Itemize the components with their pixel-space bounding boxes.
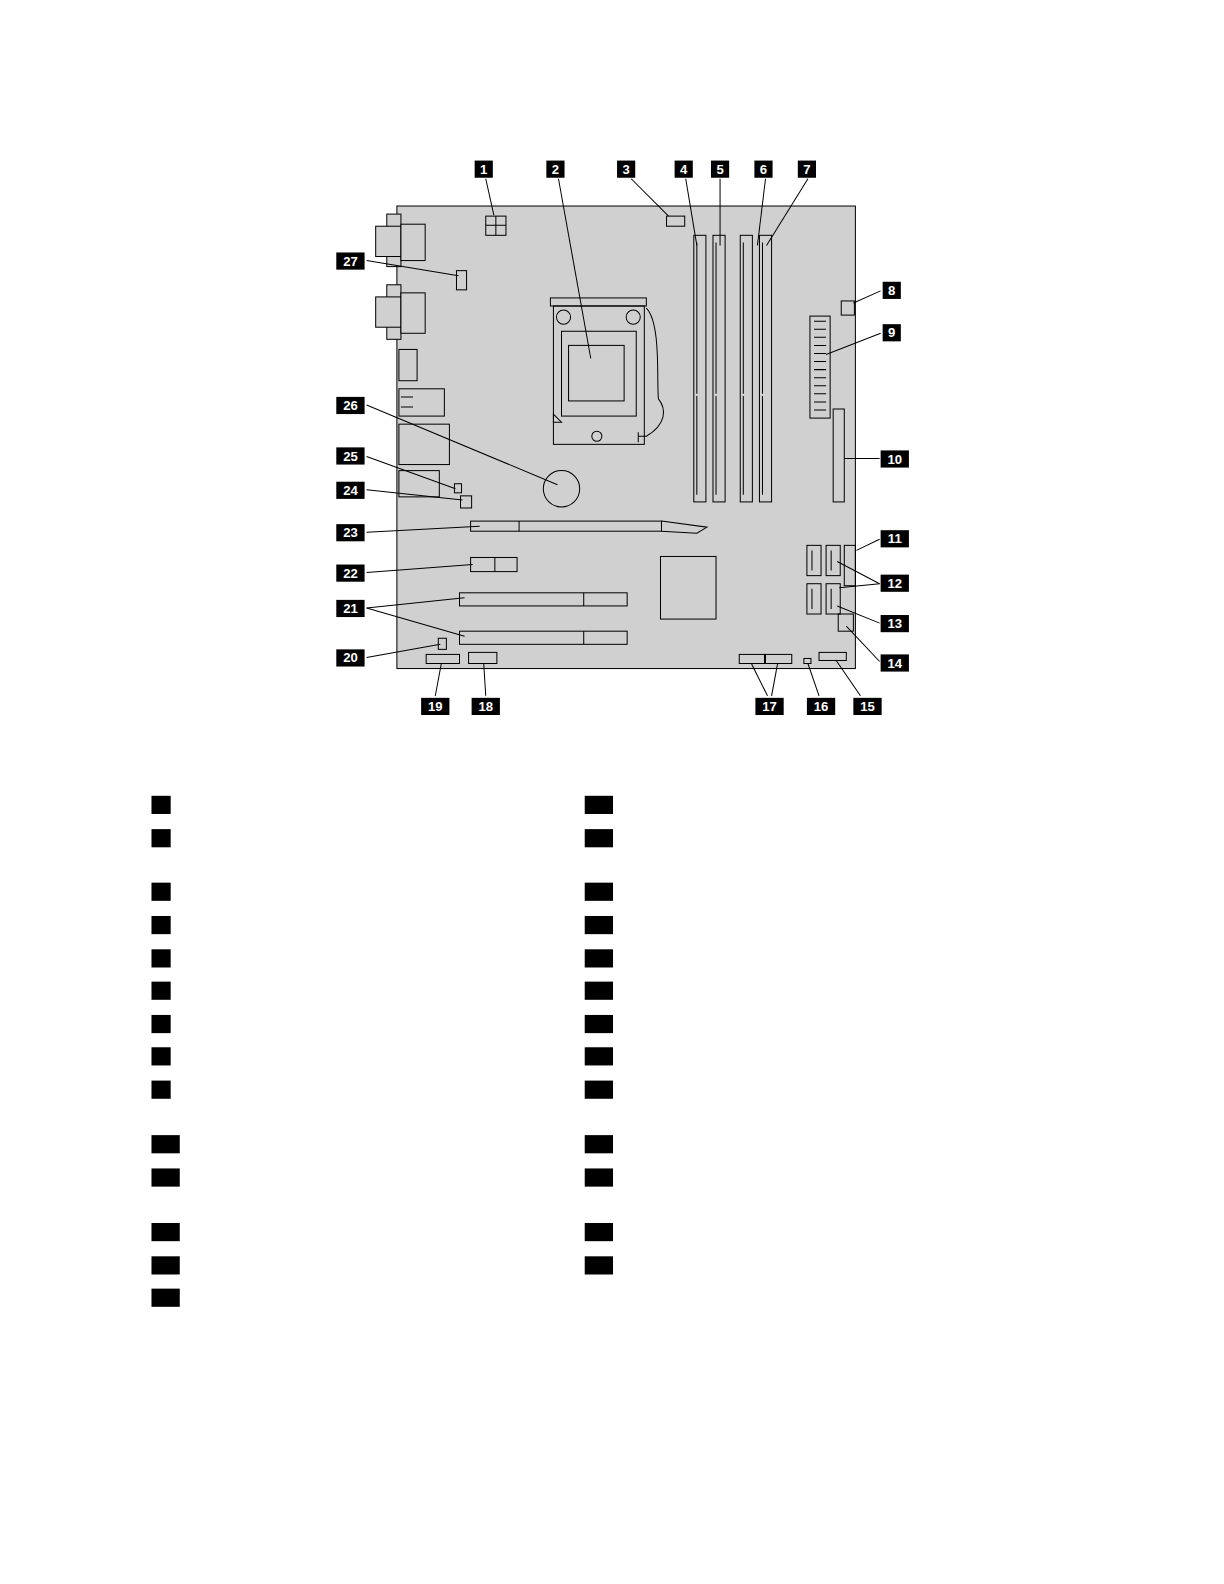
callout-number: 27 xyxy=(336,252,364,269)
callout-number: 20 xyxy=(336,649,364,666)
header xyxy=(426,216,855,663)
callout-number: 12 xyxy=(881,574,909,591)
callout-number: 17 xyxy=(755,697,783,714)
sata-connector xyxy=(807,545,840,614)
callout-number: 23 xyxy=(336,524,364,541)
rear-io xyxy=(376,214,450,497)
cpu-socket xyxy=(550,298,663,444)
callout-number: 6 xyxy=(754,160,772,177)
callout-number: 8 xyxy=(883,281,901,298)
power-connector xyxy=(810,316,830,418)
callout-number: 9 xyxy=(883,324,901,341)
battery xyxy=(543,471,579,507)
callout-number: 11 xyxy=(881,530,909,547)
callout-number: 21 xyxy=(336,599,364,616)
memory-slot xyxy=(694,235,772,502)
callout-number: 1 xyxy=(475,160,493,177)
ide-connector xyxy=(833,409,844,502)
callout-number: 18 xyxy=(472,697,500,714)
chipset xyxy=(660,556,716,619)
callout-number: 15 xyxy=(853,697,881,714)
callout-number: 2 xyxy=(546,160,564,177)
callout-number: 24 xyxy=(336,481,364,498)
callout-number: 5 xyxy=(711,160,729,177)
callout-number: 16 xyxy=(807,697,835,714)
callout-number: 25 xyxy=(336,447,364,464)
callout-number: 10 xyxy=(881,450,909,467)
leader-line xyxy=(367,179,881,696)
callout-number: 22 xyxy=(336,564,364,581)
callout-number: 14 xyxy=(881,654,909,671)
key-box xyxy=(151,796,613,1307)
callout-number: 26 xyxy=(336,396,364,413)
callout-number: 7 xyxy=(798,160,816,177)
system-board xyxy=(397,206,855,669)
callout-number: 3 xyxy=(617,160,635,177)
callout-number: 4 xyxy=(675,160,693,177)
expansion-slot xyxy=(460,521,707,644)
callout-number: 19 xyxy=(421,697,449,714)
callout-number: 13 xyxy=(881,615,909,632)
